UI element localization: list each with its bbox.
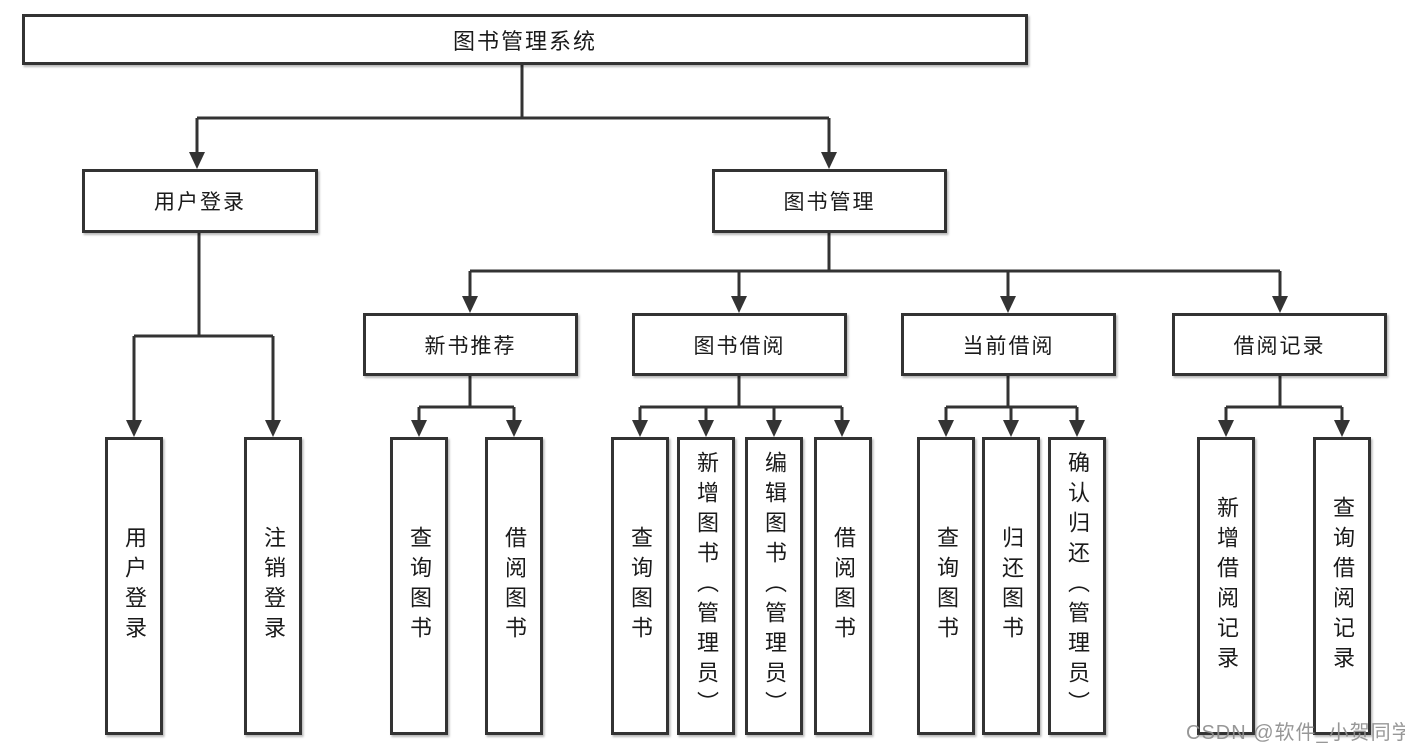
node-book-borrowing: 图书借阅 [632,313,847,376]
leaf-borrow-book-label: 借阅图书 [502,526,527,646]
node-new-book-recommend-label: 新书推荐 [424,334,517,358]
leaf-add-borrow-record: 新增借阅记录 [1197,437,1255,735]
node-user-login: 用户登录 [82,169,318,233]
leaf-query-book-label: 查询图书 [628,526,653,646]
node-root-label: 图书管理系统 [452,28,597,54]
connector-bookmgmt-to-level3 [462,233,1288,313]
leaf-confirm-return-admin: 确认归还（管理员） [1048,437,1106,735]
leaf-confirm-return-admin-label: 确认归还（管理员） [1065,451,1090,721]
leaf-return-book-label: 归还图书 [999,526,1024,646]
leaf-add-borrow-record-label: 新增借阅记录 [1214,496,1239,676]
leaf-query-book-label: 查询图书 [934,526,959,646]
node-book-borrowing-label: 图书借阅 [693,334,786,358]
leaf-return-book: 归还图书 [982,437,1040,735]
connector-newbookrec-to-leaves [411,376,522,437]
leaf-edit-book-admin-label: 编辑图书（管理员） [762,451,787,721]
leaf-edit-book-admin: 编辑图书（管理员） [745,437,803,735]
leaf-query-book-under-recommend: 查询图书 [390,437,448,735]
node-current-borrowing-label: 当前借阅 [962,334,1055,358]
leaf-user-login-label: 用户登录 [122,526,147,646]
leaf-logout: 注销登录 [244,437,302,735]
leaf-user-login: 用户登录 [105,437,163,735]
leaf-borrow-book-under-recommend: 借阅图书 [485,437,543,735]
leaf-query-book-under-current: 查询图书 [917,437,975,735]
leaf-add-book-admin: 新增图书（管理员） [677,437,735,735]
leaf-query-borrow-record-label: 查询借阅记录 [1330,496,1355,676]
connector-root-to-level2 [189,64,837,169]
node-book-management-label: 图书管理 [783,191,876,214]
leaf-query-borrow-record: 查询借阅记录 [1313,437,1371,735]
node-current-borrowing: 当前借阅 [901,313,1116,376]
leaf-add-book-admin-label: 新增图书（管理员） [694,451,719,721]
node-borrowing-records-label: 借阅记录 [1233,334,1326,358]
leaf-borrow-book-label: 借阅图书 [831,526,856,646]
leaf-borrow-book-under-borrowing: 借阅图书 [814,437,872,735]
connector-borrowrecords-to-leaves [1218,376,1350,437]
node-user-login-label: 用户登录 [154,191,246,214]
csdn-watermark: CSDN @软件_小贺同学 [1186,722,1405,744]
node-book-management: 图书管理 [712,169,947,233]
connector-currentborrow-to-leaves [938,376,1085,437]
leaf-logout-label: 注销登录 [261,526,286,646]
node-borrowing-records: 借阅记录 [1172,313,1387,376]
connector-userlogin-to-leaves [126,233,281,437]
connector-bookborrow-to-leaves [632,376,850,437]
leaf-query-book-under-borrowing: 查询图书 [611,437,669,735]
node-root: 图书管理系统 [22,14,1028,65]
node-new-book-recommend: 新书推荐 [363,313,578,376]
leaf-query-book-label: 查询图书 [407,526,432,646]
